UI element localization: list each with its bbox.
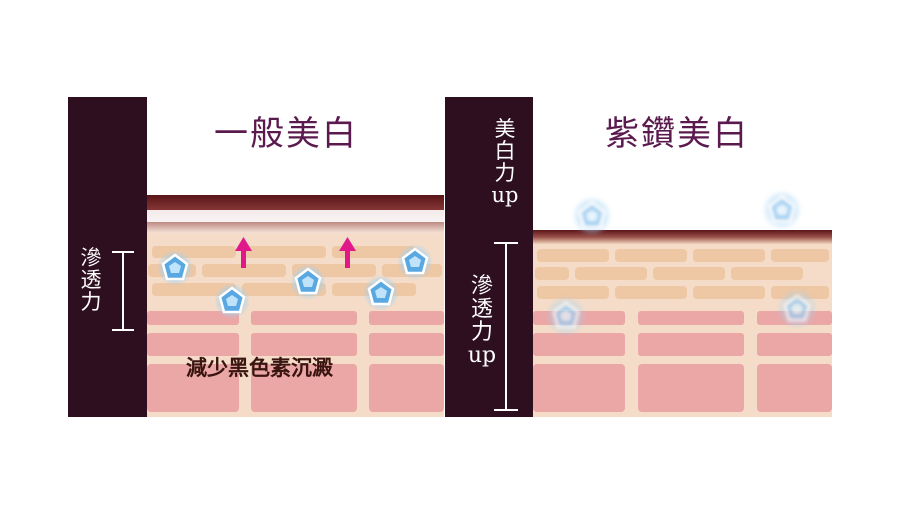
left-panel bbox=[68, 97, 444, 417]
crystal-icon bbox=[214, 283, 250, 319]
label-char: 滲 bbox=[470, 274, 493, 299]
label-char: 白 bbox=[494, 139, 516, 164]
left-penetration-bracket bbox=[112, 251, 134, 331]
left-deep-cells bbox=[147, 311, 444, 412]
label-char: 力 bbox=[470, 320, 493, 346]
left-crystals bbox=[157, 244, 433, 319]
label-char: 力 bbox=[80, 290, 102, 315]
right-deep-cells bbox=[533, 311, 832, 412]
right-surface-band bbox=[533, 230, 832, 244]
up-arrow-icon bbox=[339, 237, 356, 268]
left-penetration-label: 滲 透 力 bbox=[74, 247, 108, 313]
right-panel-title: 紫鑽美白 bbox=[605, 114, 749, 154]
crystal-icon bbox=[546, 296, 586, 336]
right-penetration-bracket bbox=[494, 242, 518, 411]
crystal-icon bbox=[762, 190, 802, 230]
crystal-icon bbox=[290, 264, 326, 300]
label-char: 透 bbox=[470, 297, 493, 323]
crystal-icon bbox=[397, 244, 433, 280]
up-arrow-icon bbox=[235, 237, 252, 268]
left-upper-cells bbox=[148, 246, 442, 296]
left-side-bar bbox=[68, 97, 147, 417]
crystal-icon bbox=[363, 275, 399, 311]
right-upper-cells bbox=[535, 249, 829, 299]
label-char: 力 bbox=[494, 161, 516, 186]
left-caption: 減少黑色素沉澱 bbox=[186, 355, 333, 380]
crystal-icon bbox=[157, 250, 193, 286]
left-up-arrows bbox=[235, 237, 356, 268]
left-panel-title: 一般美白 bbox=[214, 114, 358, 154]
right-side-bar bbox=[445, 97, 533, 417]
label-char: 美 bbox=[494, 117, 516, 141]
right-penetration-label: 滲 透 力 up bbox=[458, 275, 506, 367]
left-white-layer bbox=[147, 210, 444, 222]
right-whitening-label: 美 白 力 up bbox=[474, 118, 536, 206]
label-up: up bbox=[467, 343, 497, 369]
label-char: 透 bbox=[80, 268, 102, 293]
right-crystals bbox=[546, 190, 817, 336]
right-panel bbox=[445, 97, 832, 417]
crystal-icon bbox=[777, 289, 817, 329]
label-up: up bbox=[491, 183, 519, 208]
label-char: 滲 bbox=[80, 246, 102, 270]
crystal-icon bbox=[572, 196, 612, 236]
